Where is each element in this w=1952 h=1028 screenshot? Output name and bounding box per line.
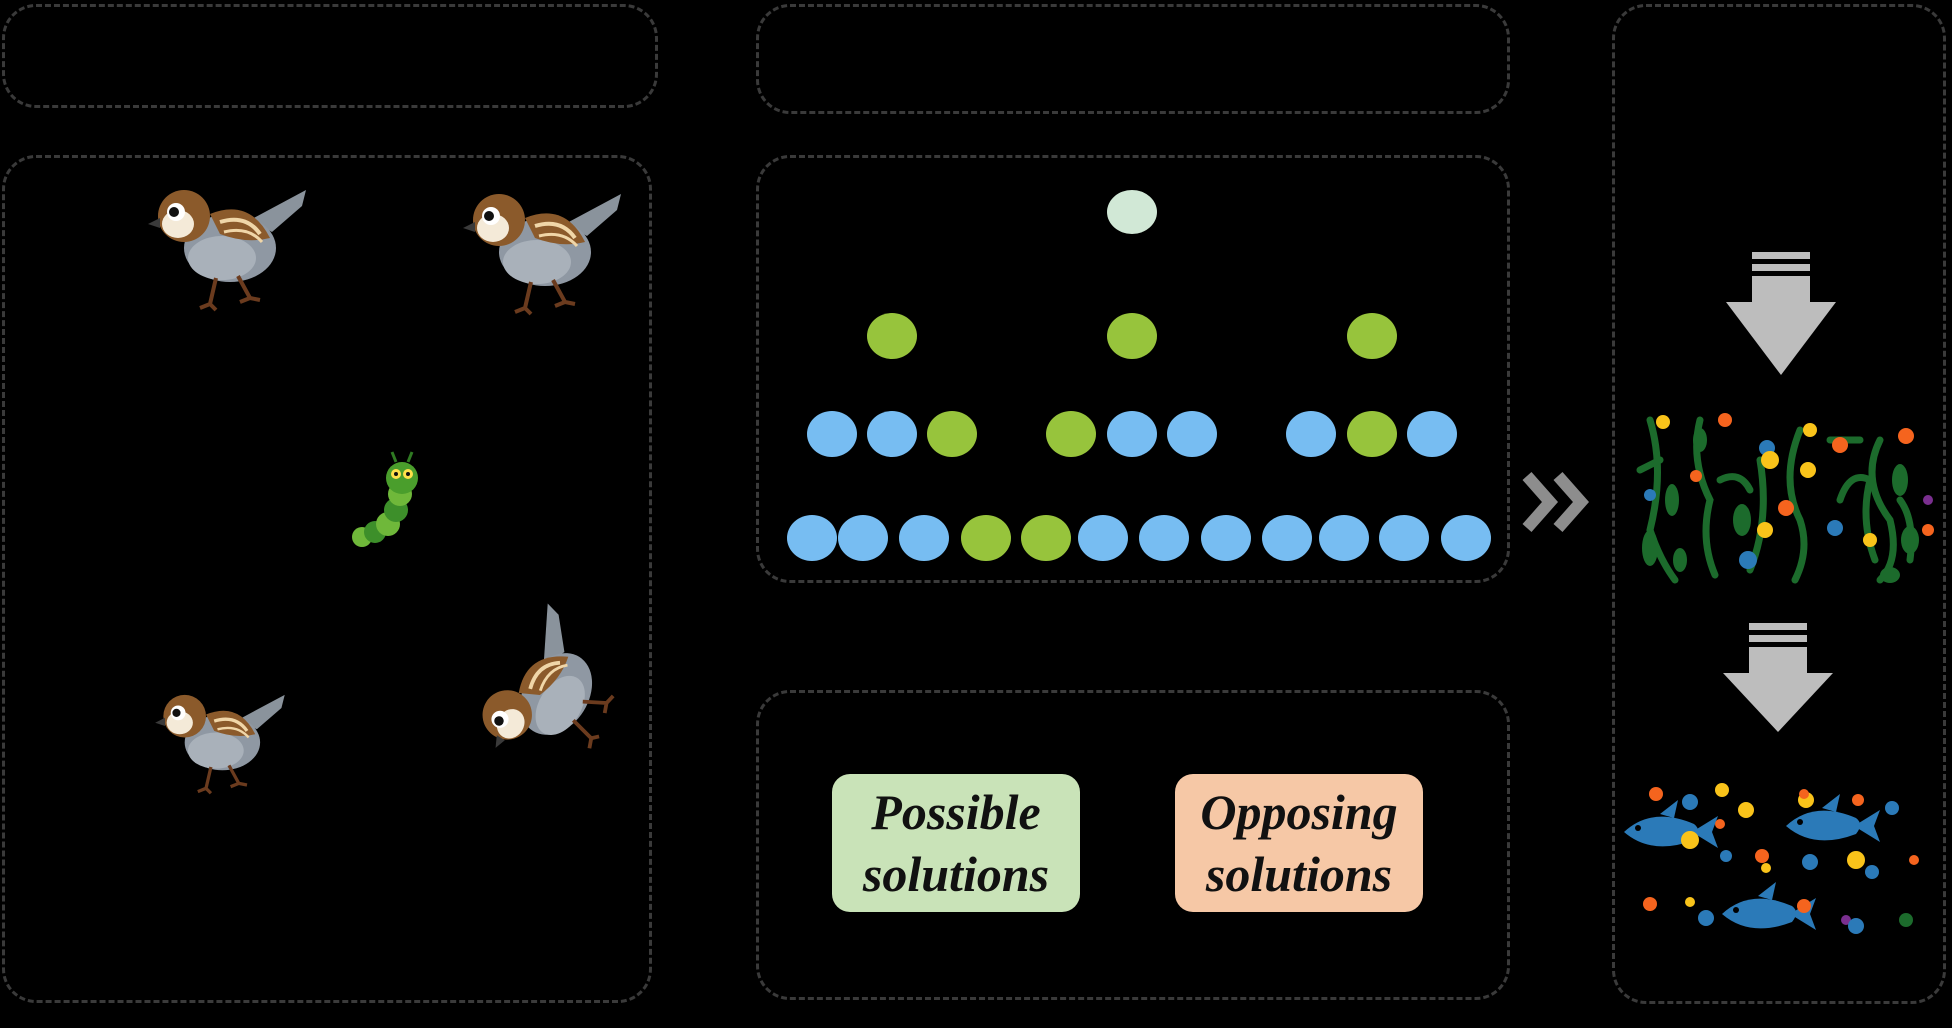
tree-node-blue [1262, 515, 1312, 561]
tree-node-green [1347, 411, 1397, 457]
tree-node-green [961, 515, 1011, 561]
tree-node-green [1046, 411, 1096, 457]
down-arrow-icon [1726, 252, 1836, 375]
tree-node-blue [1107, 411, 1157, 457]
possible-solutions-tag: Possible solutions [832, 774, 1080, 912]
seaweed-icon [1642, 428, 1919, 583]
legend-panel [756, 690, 1510, 1000]
tree-node-blue [1441, 515, 1491, 561]
opposing-solutions-tag: Opposing solutions [1175, 774, 1423, 912]
tree-node-blue [838, 515, 888, 561]
caterpillar-icon [352, 451, 418, 547]
double-chevron-icon [1522, 472, 1590, 532]
left-main-panel [2, 155, 652, 1003]
fish-icon [1624, 794, 1880, 930]
down-arrow-icon [1723, 623, 1833, 732]
fish-dots [1643, 783, 1919, 934]
tree-node-blue [1379, 515, 1429, 561]
right-panel [1612, 4, 1946, 1004]
tree-node-blue [1139, 515, 1189, 561]
tree-node-green [1347, 313, 1397, 359]
tree-node-green [927, 411, 977, 457]
opposing-solutions-label: Opposing solutions [1200, 784, 1398, 902]
tree-node-blue [1286, 411, 1336, 457]
possible-solutions-label: Possible solutions [862, 784, 1050, 902]
tree-node-blue [1407, 411, 1457, 457]
left-header-panel [2, 4, 658, 108]
tree-node-blue [899, 515, 949, 561]
tree-node-root [1107, 190, 1157, 234]
tree-panel [756, 155, 1510, 583]
tree-node-green [867, 313, 917, 359]
tree-node-blue [1078, 515, 1128, 561]
seaweed-dots [1644, 413, 1934, 569]
tree-node-green [1107, 313, 1157, 359]
tree-node-blue [1319, 515, 1369, 561]
tree-node-blue [1167, 411, 1217, 457]
tree-node-blue [807, 411, 857, 457]
middle-header-panel [756, 4, 1510, 114]
tree-node-blue [867, 411, 917, 457]
tree-node-blue [787, 515, 837, 561]
tree-node-green [1021, 515, 1071, 561]
tree-node-blue [1201, 515, 1251, 561]
